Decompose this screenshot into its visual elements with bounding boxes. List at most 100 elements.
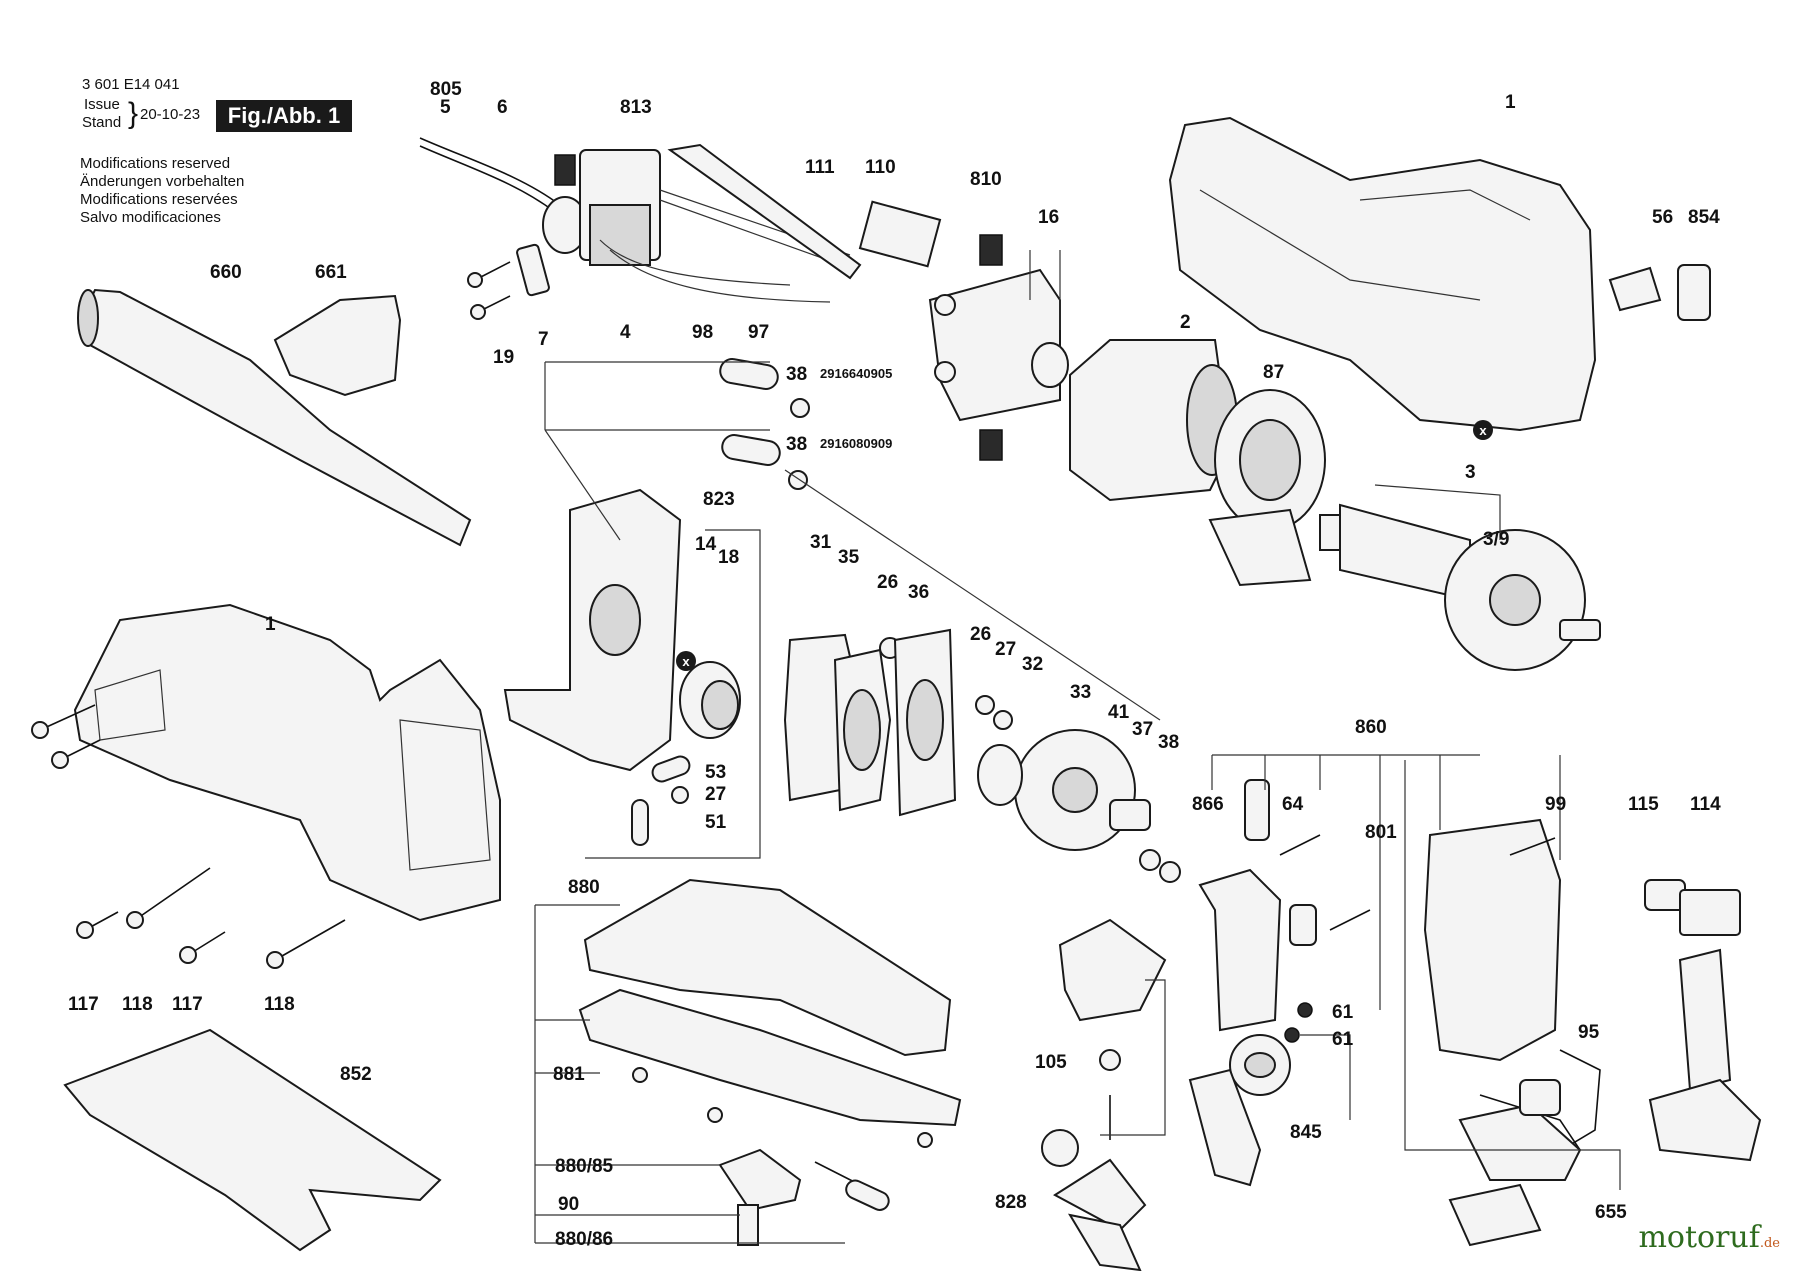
label-36: 36 — [908, 582, 929, 603]
base-plate-881 — [578, 988, 962, 1127]
brush-holder-16 — [928, 268, 1069, 422]
stator-2 — [1069, 339, 1238, 502]
label-114: 114 — [1690, 794, 1721, 815]
label-115: 115 — [1628, 794, 1659, 815]
pins-38 — [719, 358, 810, 490]
label-655: 655 — [1595, 1202, 1627, 1223]
carbon-brushes-810 — [979, 234, 1003, 461]
label-97: 97 — [748, 322, 769, 343]
label-805: 805 — [430, 79, 462, 100]
label-2: 2 — [1180, 312, 1191, 333]
document-number: 3 601 E14 041 — [82, 76, 180, 93]
clamp-828 — [1041, 1129, 1147, 1271]
housing-left-1 — [73, 603, 501, 922]
figure-label: Fig./Abb. 1 — [216, 100, 352, 132]
label-880-85: 880/85 — [555, 1156, 614, 1177]
label-87: 87 — [1263, 362, 1284, 383]
label-18: 18 — [718, 547, 739, 568]
bearing-14-18 — [679, 661, 741, 739]
notice-de: Änderungen vorbehalten — [80, 173, 245, 190]
label-31: 31 — [810, 532, 832, 553]
label-661: 661 — [315, 262, 347, 283]
label-61b: 61 — [1332, 1029, 1354, 1050]
led-module-114-115 — [1644, 879, 1762, 1162]
label-27a: 27 — [995, 639, 1016, 660]
notice-en: Modifications reserved — [80, 155, 231, 172]
watermark: motoruf.de — [1638, 1220, 1780, 1255]
lever-845 — [1188, 1068, 1262, 1187]
label-880: 880 — [568, 877, 600, 898]
callout-marker-b: x — [676, 651, 696, 671]
label-881: 881 — [553, 1064, 585, 1085]
label-53: 53 — [705, 762, 726, 783]
screw-99 — [1509, 837, 1556, 856]
air-guide-87 — [1208, 389, 1326, 587]
dust-extractor-660 — [77, 288, 472, 547]
label-26a: 26 — [877, 572, 898, 593]
washers-37-38 — [1139, 849, 1181, 883]
label-880-86: 880/86 — [555, 1229, 613, 1250]
label-14: 14 — [695, 534, 717, 555]
label-866: 866 — [1192, 794, 1224, 815]
label-26b: 26 — [970, 624, 991, 645]
base-parts-85-90-86 — [632, 1067, 933, 1246]
label-1-left: 1 — [265, 614, 276, 635]
brace: } — [128, 97, 139, 130]
cover-661 — [273, 294, 402, 397]
bearing-32 — [977, 744, 1023, 806]
label-1-top: 1 — [1505, 92, 1516, 113]
label-4: 4 — [620, 322, 631, 343]
spring-95 — [1479, 1049, 1601, 1151]
label-41: 41 — [1108, 702, 1130, 723]
shoe-guard-852 — [63, 1028, 442, 1252]
gear-housing-801 — [1423, 818, 1562, 1062]
label-37: 37 — [1132, 719, 1153, 740]
label-38b: 38 — [786, 434, 807, 455]
notice-fr: Modifications reservées — [80, 191, 238, 208]
label-3: 3 — [1465, 462, 1476, 483]
nuts-61 — [1284, 1002, 1313, 1043]
label-32: 32 — [1022, 654, 1043, 675]
switch-plate-110 — [858, 200, 942, 268]
label-35: 35 — [838, 547, 860, 568]
label-118b: 118 — [264, 994, 295, 1015]
label-61a: 61 — [1332, 1002, 1354, 1023]
lever-854 — [1677, 264, 1711, 321]
issue-date: 20-10-23 — [140, 106, 201, 123]
label-117b: 117 — [172, 994, 203, 1015]
label-16: 16 — [1038, 207, 1059, 228]
clamp-7 — [516, 243, 550, 297]
label-110: 110 — [865, 157, 896, 178]
label-105: 105 — [1035, 1052, 1067, 1073]
gear-33 — [1014, 729, 1151, 851]
label-6: 6 — [497, 97, 508, 118]
label-845: 845 — [1290, 1122, 1322, 1143]
gear-housing-823 — [503, 488, 682, 772]
label-660: 660 — [210, 262, 242, 283]
label-19: 19 — [493, 347, 514, 368]
label-38a: 38 — [786, 364, 807, 385]
switch-lever-111 — [667, 143, 862, 280]
svg-text:x: x — [1479, 423, 1487, 438]
label-90: 90 — [558, 1194, 579, 1215]
label-813: 813 — [620, 97, 652, 118]
small-parts-53-27-51 — [631, 755, 691, 846]
label-7: 7 — [538, 329, 549, 350]
washers-26-27 — [975, 695, 1013, 730]
label-38c: 38 — [1158, 732, 1179, 753]
label-854: 854 — [1688, 207, 1720, 228]
label-33: 33 — [1070, 682, 1091, 703]
label-860: 860 — [1355, 717, 1387, 738]
label-56: 56 — [1652, 207, 1673, 228]
part-labels: 805 5 6 813 111 110 810 16 1 56 854 660 … — [68, 79, 1721, 1250]
power-cord — [419, 137, 588, 254]
bracket-105 — [1058, 918, 1167, 1140]
label-64: 64 — [1282, 794, 1304, 815]
label-810: 810 — [970, 169, 1002, 190]
notice-es: Salvo modificaciones — [80, 209, 221, 226]
svg-text:x: x — [682, 654, 690, 669]
screws-117-118 — [31, 704, 346, 969]
issue-label: Issue — [84, 96, 120, 113]
label-852: 852 — [340, 1064, 372, 1085]
